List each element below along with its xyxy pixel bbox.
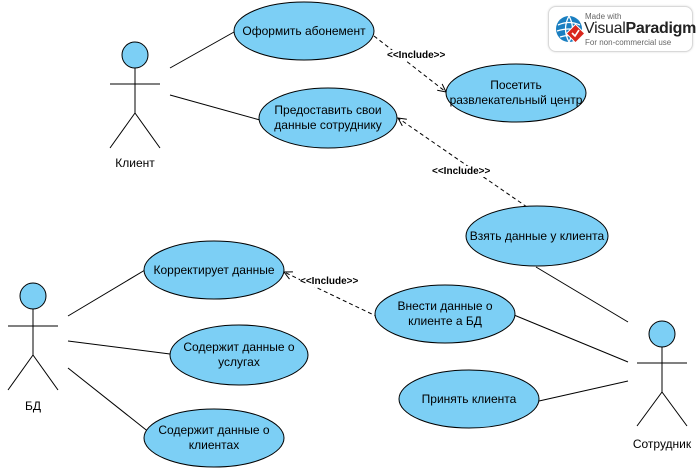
actor-employee-head [648, 320, 676, 348]
actor-db-head [19, 282, 47, 310]
actor-db[interactable] [7, 282, 59, 391]
use-case-services-data[interactable]: Содержит данные о услугах [183, 340, 295, 369]
use-case-enter-data[interactable]: Внести данные о клиенте а БД [397, 299, 493, 328]
use-case-take-data[interactable]: Взять данные у клиента [469, 228, 605, 243]
use-case-services-shape[interactable] [169, 324, 309, 386]
use-case-take-data-shape[interactable] [465, 205, 609, 267]
actor-employee[interactable] [636, 320, 688, 427]
assoc-employee-accept [538, 380, 629, 402]
use-case-accept-client[interactable]: Принять клиента [421, 391, 517, 406]
assoc-employee-take-data [535, 266, 629, 323]
use-case-clients-shape[interactable] [143, 408, 285, 468]
watermark-badge: Made with VisualParadigm For non-commerc… [548, 6, 696, 52]
watermark-brand-visual: Visual [584, 20, 626, 37]
use-case-subscribe-shape[interactable] [233, 1, 375, 61]
watermark-brand: VisualParadigm [584, 20, 696, 38]
watermark-brand-paradigm: Paradigm [625, 20, 697, 37]
use-case-enter-data-shape[interactable] [374, 284, 516, 344]
include-label-take-provide: <<Include>> [432, 166, 491, 177]
actor-client-label: Клиент [115, 156, 155, 170]
watermark-made-with: Made with [585, 12, 622, 21]
use-case-accept-shape[interactable] [398, 369, 540, 429]
assoc-employee-enter-data [513, 314, 629, 363]
use-case-clients-data[interactable]: Содержит данные о клиентах [158, 423, 270, 452]
use-case-visit-center-shape[interactable] [445, 63, 587, 123]
assoc-client-provide-data [169, 94, 261, 121]
assoc-db-services [67, 340, 171, 355]
use-case-subscribe[interactable]: Оформить абонемент [242, 23, 366, 38]
use-case-corrects-data[interactable]: Корректирует данные [153, 262, 275, 277]
use-case-provide-data-shape[interactable] [258, 87, 398, 149]
assoc-db-clients [67, 367, 151, 434]
watermark-note: For non-commercial use [585, 38, 672, 47]
use-case-corrects-shape[interactable] [143, 240, 285, 300]
include-label-subscribe-visit: <<Include>> [387, 50, 446, 61]
use-case-provide-data[interactable]: Предоставить свои данные сотруднику [274, 103, 382, 132]
assoc-client-subscribe [169, 31, 235, 69]
actor-client-head [121, 41, 149, 69]
actor-employee-label: Сотрудник [632, 437, 692, 451]
include-subscribe-visit [373, 35, 446, 92]
assoc-db-corrects [67, 269, 146, 317]
actor-db-label: БД [24, 399, 41, 413]
include-take-provide [398, 118, 528, 208]
include-enter-corrects [284, 272, 379, 318]
use-case-visit-center[interactable]: Посетить развлекательный центр [449, 78, 583, 107]
actor-client[interactable] [109, 41, 161, 149]
include-label-enter-corrects: <<Include>> [300, 276, 359, 287]
visual-paradigm-logo-icon [556, 15, 585, 44]
